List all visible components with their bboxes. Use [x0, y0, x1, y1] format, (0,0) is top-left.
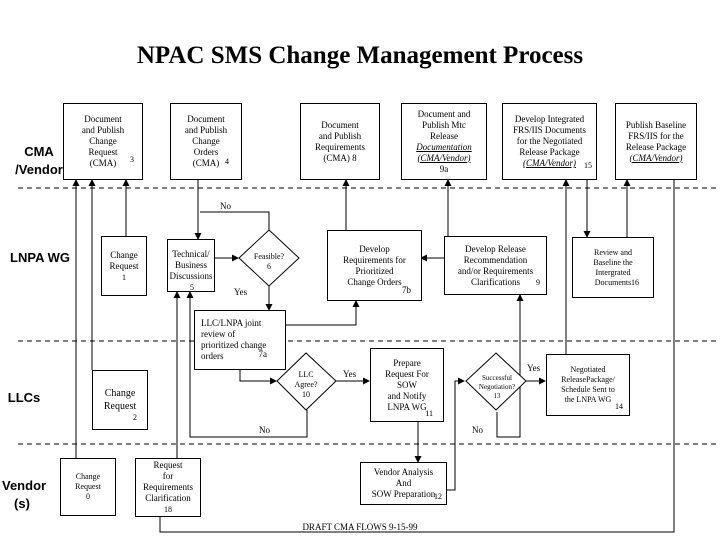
lane-label-lnpa-wg: LNPA WG — [10, 250, 70, 265]
page-title: NPAC SMS Change Management Process — [136, 42, 584, 69]
step-16-review-baseline: Review and Baseline the Intergrated Docu… — [572, 237, 654, 298]
step-publish-baseline: Publish Baseline FRS/IIS for the Release… — [615, 103, 697, 180]
label-no-feasible: No — [220, 201, 231, 211]
footer-text: DRAFT CMA FLOWS 9-15-99 — [302, 522, 418, 532]
step-7a-joint-review: LLC/LNPA joint review of prioritized cha… — [194, 310, 286, 370]
step-4-document-change-orders: Document and Publish Change Orders (CMA)… — [170, 103, 242, 180]
lane-label-llcs: LLCs — [7, 390, 41, 405]
lane-label-vendors: Vendor (s) — [2, 478, 47, 511]
step-11-prepare-sow-request: Prepare Request For SOW and Notify LNPA … — [370, 348, 444, 422]
decision-6-feasible: Feasible?6 — [253, 252, 285, 271]
step-14-negotiated-release-package: Negotiated ReleasePackage/ Schedule Sent… — [546, 354, 630, 416]
step-8-document-requirements: Document and Publish Requirements (CMA) … — [300, 103, 380, 180]
step-9-develop-release-recommendation: Develop Release Recommendation and/or Re… — [444, 236, 547, 295]
step-15-develop-integrated-docs: Develop Integrated FRS/IIS Documents for… — [502, 103, 597, 180]
decision-10-llc-agree: LLC Agree?10 — [294, 370, 318, 399]
label-no-negotiation: No — [472, 425, 483, 435]
label-yes-negotiation: Yes — [527, 363, 541, 373]
label-no-llc-agree: No — [259, 425, 270, 435]
lane-label-cma-vendor: CMA /Vendor — [15, 144, 63, 177]
decision-13-successful-negotiation: Successful Negotiation?13 — [478, 374, 516, 400]
step-7b-develop-requirements: Develop Requirements for Prioritized Cha… — [327, 230, 422, 301]
step-3-document-change-request: Document and Publish Change Request (CMA… — [63, 103, 143, 180]
label-yes-llc-agree: Yes — [343, 369, 357, 379]
decision-shapes — [238, 229, 527, 411]
label-yes-feasible: Yes — [234, 287, 248, 297]
